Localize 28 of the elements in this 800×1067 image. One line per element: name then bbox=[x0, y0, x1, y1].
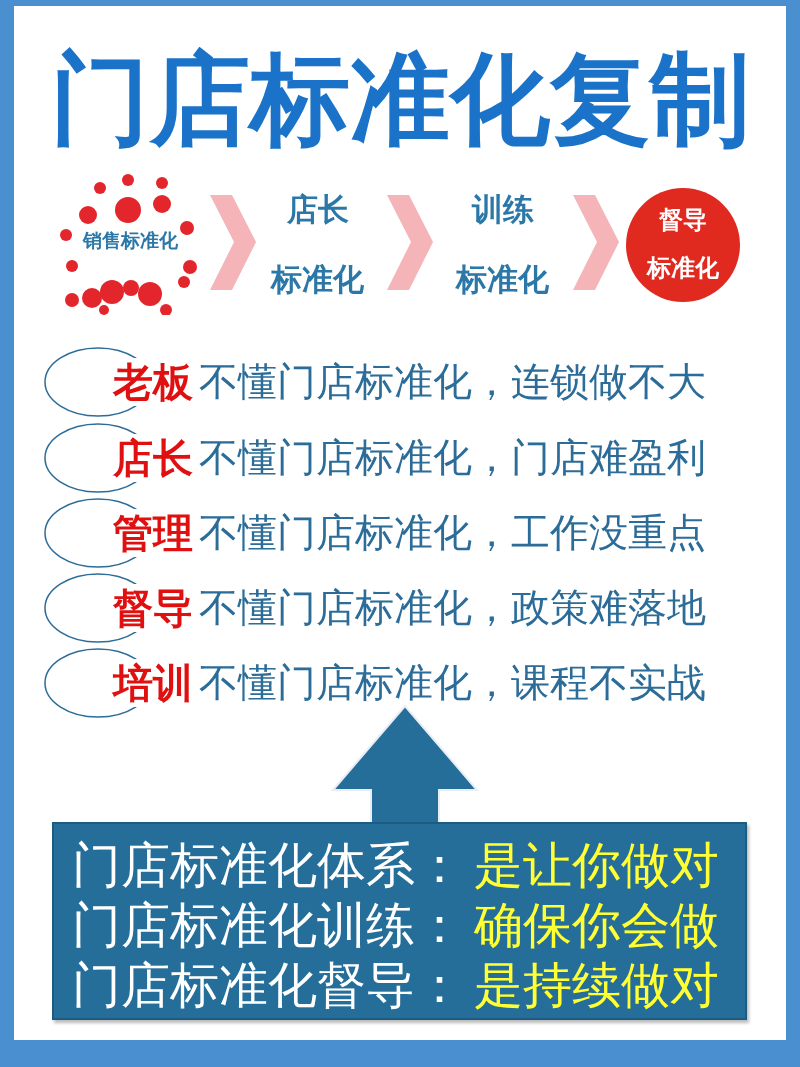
title: 门店标准化复制 bbox=[49, 40, 751, 160]
step-label: 督导 bbox=[658, 205, 708, 236]
highlight-word: 督导 bbox=[113, 584, 193, 632]
highlight-word: 管理 bbox=[113, 509, 193, 557]
chevron-arrow bbox=[387, 195, 433, 290]
step-label: 训练 bbox=[470, 191, 535, 227]
step-label: 标准化 bbox=[454, 261, 550, 297]
highlight-text: 确保你会做 bbox=[474, 898, 719, 954]
chevron-arrow bbox=[573, 195, 619, 290]
highlight-word: 店长 bbox=[113, 434, 193, 482]
statement-text: 不懂门店标准化，工作没重点 bbox=[199, 509, 706, 557]
slogan-panel bbox=[52, 822, 747, 1020]
step-label: 店长 bbox=[285, 191, 350, 227]
panel-text: 门店标准化体系： bbox=[72, 838, 464, 894]
highlight-text: 是持续做对 bbox=[474, 958, 719, 1014]
step-label: 标准化 bbox=[269, 261, 365, 297]
panel-text: 门店标准化督导： bbox=[72, 958, 464, 1014]
chevron-arrow bbox=[210, 195, 256, 290]
node-label: 销售标准化 bbox=[81, 228, 179, 253]
statement-text: 不懂门店标准化，连锁做不大 bbox=[199, 358, 706, 406]
statement-text: 不懂门店标准化，门店难盈利 bbox=[199, 434, 706, 482]
statement-text: 不懂门店标准化，课程不实战 bbox=[199, 659, 706, 707]
step-label: 标准化 bbox=[645, 253, 720, 284]
statement-text: 不懂门店标准化，政策难落地 bbox=[199, 584, 706, 632]
highlight-word: 老板 bbox=[113, 358, 193, 406]
panel-text: 门店标准化训练： bbox=[72, 898, 464, 954]
highlight-text: 是让你做对 bbox=[474, 838, 719, 894]
block-arrow bbox=[330, 704, 480, 824]
